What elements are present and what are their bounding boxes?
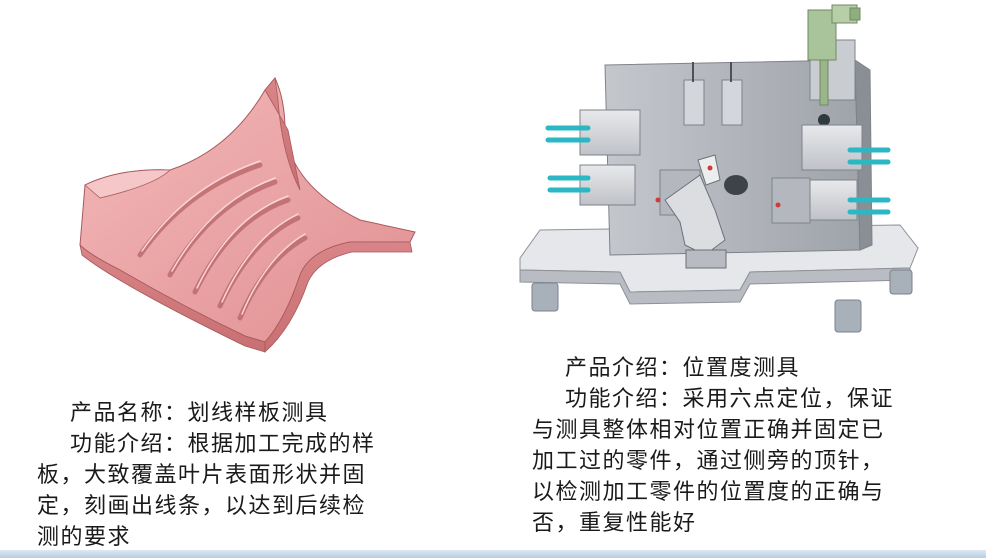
right-function-line-5: 否，重复性能好 bbox=[532, 511, 697, 536]
right-function-line-3: 加工过的零件，通过侧旁的顶针， bbox=[532, 449, 885, 474]
left-function-line-2: 板，大致覆盖叶片表面形状并固 bbox=[37, 463, 367, 488]
left-function-line-4: 测的要求 bbox=[37, 525, 132, 550]
right-product-description: 产品介绍：位置度测具 功能介绍：采用六点定位，保证 与测具整体相对位置正确并固定… bbox=[532, 353, 942, 539]
left-product-name: 产品名称：划线样板测具 bbox=[70, 401, 329, 426]
left-product-description: 产品名称：划线样板测具 功能介绍：根据加工完成的样 板，大致覆盖叶片表面形状并固… bbox=[37, 398, 427, 553]
left-function-line-1: 功能介绍：根据加工完成的样 bbox=[70, 432, 376, 457]
right-product-name: 产品介绍：位置度测具 bbox=[565, 356, 801, 381]
slide-bottom-bar bbox=[0, 550, 986, 558]
right-function-line-2: 与测具整体相对位置正确并固定已 bbox=[532, 418, 885, 443]
right-function-line-4: 以检测加工零件的位置度的正确与 bbox=[532, 480, 885, 505]
scribing-template-image bbox=[79, 77, 416, 353]
position-gauge-fixture-image bbox=[519, 4, 919, 333]
left-function-line-3: 定，刻画出线条，以达到后续检 bbox=[37, 494, 367, 519]
right-function-line-1: 功能介绍：采用六点定位，保证 bbox=[565, 387, 895, 412]
